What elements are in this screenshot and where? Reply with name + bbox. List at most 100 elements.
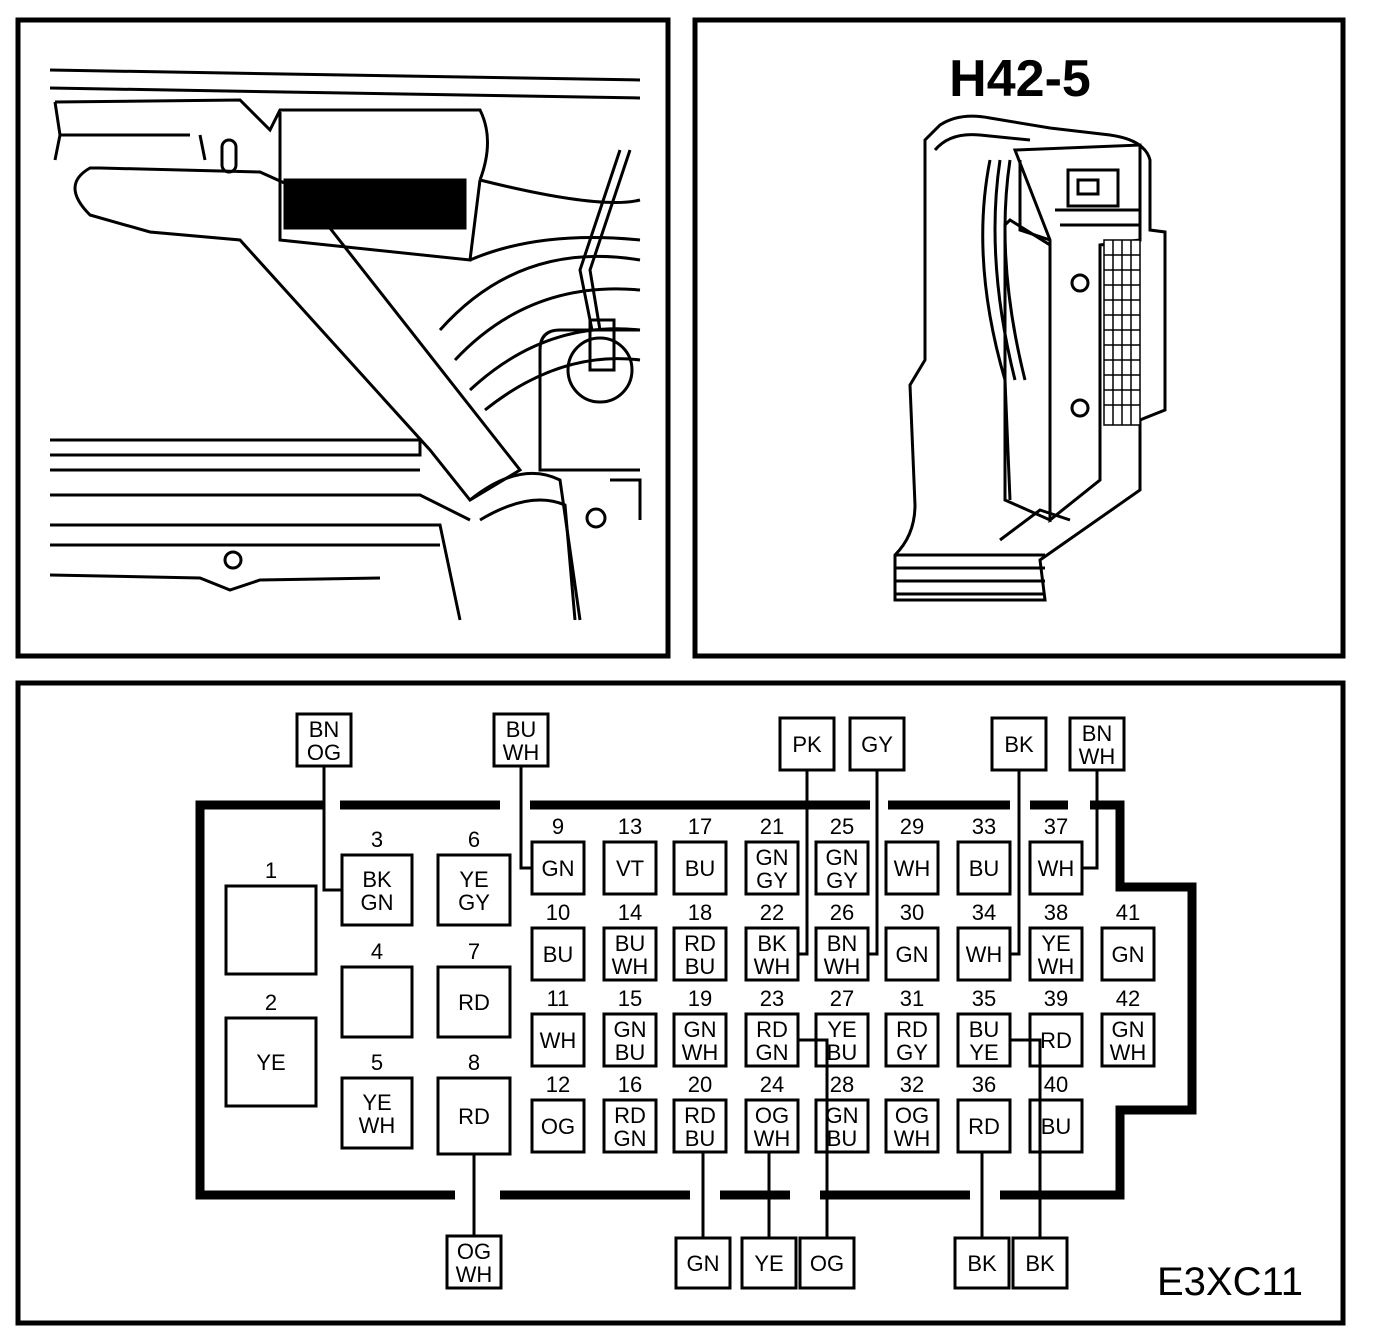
pin-number: 36 [972, 1072, 996, 1097]
bottom-wire-pin-35: BK [1010, 1038, 1069, 1290]
wire-color: BU [506, 717, 537, 742]
pin-7: 7RD [436, 939, 512, 1039]
pin-number: 41 [1116, 900, 1140, 925]
pin-box [672, 1098, 728, 1154]
pin-box [884, 1012, 940, 1068]
pin-wire-color-2: WH [894, 1126, 931, 1151]
pin-wire-color: YE [459, 867, 488, 892]
pin-8: 8RD [436, 1050, 512, 1156]
pin-box [340, 965, 414, 1039]
wire-color: GY [861, 732, 893, 757]
diagram-code: E3XC11 [1157, 1260, 1303, 1304]
pin-wire-color-2: WH [612, 954, 649, 979]
top-wire-pin-26: GY [848, 716, 906, 956]
wire-line [519, 766, 532, 870]
pin-wire-color-2: WH [754, 954, 791, 979]
pin-wire-color: GN [756, 845, 789, 870]
wire-line [1082, 770, 1099, 870]
pin-wire-color-2: WH [359, 1113, 396, 1138]
pin-number: 18 [688, 900, 712, 925]
pin-number: 6 [468, 827, 480, 852]
wire-color: BK [967, 1251, 997, 1276]
pin-wire-color-2: GY [896, 1040, 928, 1065]
pins-layer: 12YE3BKGN45YEWH6YEGY7RD8RD9GN10BU11WH12O… [224, 814, 1156, 1156]
wire-color-2: WH [1079, 744, 1116, 769]
pin-box [744, 1098, 800, 1154]
pin-wire-color-2: YE [969, 1040, 998, 1065]
pin-number: 42 [1116, 986, 1140, 1011]
pin-number: 23 [760, 986, 784, 1011]
wire-line [1010, 1038, 1042, 1238]
wire-color: OG [810, 1251, 844, 1276]
pin-number: 26 [830, 900, 854, 925]
pin-wire-color: GN [542, 856, 575, 881]
pin-box [224, 884, 318, 976]
bottom-wire-pin-20: GN [674, 1152, 732, 1290]
pin-1: 1 [224, 858, 318, 976]
pin-wire-color: BN [827, 931, 858, 956]
pin-wire-color: GN [1112, 942, 1145, 967]
wire-line [1010, 770, 1021, 956]
top-wire-pin-34: BK [990, 716, 1048, 956]
pin-wire-color: GN [614, 1017, 647, 1042]
pin-number: 8 [468, 1050, 480, 1075]
pin-number: 20 [688, 1072, 712, 1097]
bottom-wire-pin-24: YE [740, 1152, 798, 1290]
pin-box [602, 1012, 658, 1068]
connector-terminal-grid [1103, 239, 1141, 426]
pin-box [884, 926, 940, 982]
connector-photo-panel [692, 17, 1346, 659]
pin-wire-color-2: WH [1110, 1040, 1147, 1065]
wire-line [798, 1038, 829, 1238]
pin-box [340, 1076, 414, 1150]
pin-number: 5 [371, 1050, 383, 1075]
pin-box [814, 840, 870, 896]
pin-number: 1 [265, 858, 277, 883]
pin-2: 2YE [224, 990, 318, 1108]
pin-number: 7 [468, 939, 480, 964]
pin-wire-color: RD [458, 1104, 490, 1129]
pin-number: 14 [618, 900, 642, 925]
pin-box [1028, 926, 1084, 982]
pin-number: 21 [760, 814, 784, 839]
pin-wire-color-2: WH [754, 1126, 791, 1151]
pin-wire-color: GN [1112, 1017, 1145, 1042]
pin-number: 15 [618, 986, 642, 1011]
pin-number: 30 [900, 900, 924, 925]
pin-wire-color: YE [362, 1090, 391, 1115]
pin-wire-color: OG [541, 1114, 575, 1139]
pin-wire-color: BU [1041, 1114, 1072, 1139]
pin-box [956, 840, 1012, 896]
pin-wire-color: GN [896, 942, 929, 967]
pin-number: 25 [830, 814, 854, 839]
pin-number: 34 [972, 900, 996, 925]
pin-wire-color-2: BU [685, 954, 716, 979]
pin-wire-color-2: BU [685, 1126, 716, 1151]
pin-number: 11 [547, 986, 570, 1011]
pin-wire-color: WH [540, 1028, 577, 1053]
pin-wire-color: RD [756, 1017, 788, 1042]
top-wire-pin-22: PK [778, 716, 836, 956]
wire-color: BN [309, 717, 340, 742]
pin-wire-color: RD [684, 1103, 716, 1128]
